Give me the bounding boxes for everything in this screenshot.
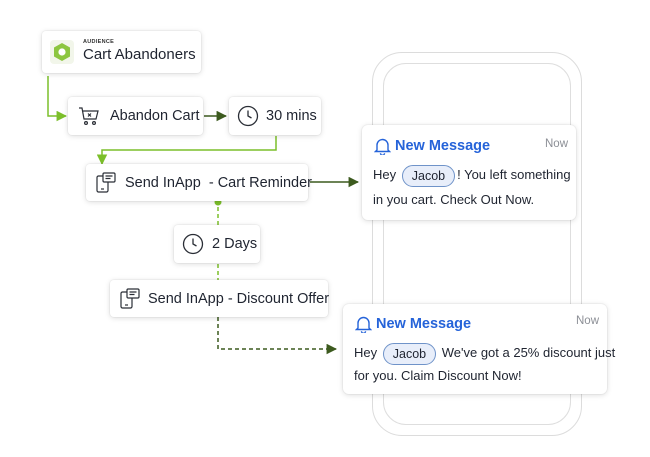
wait-30-mins-node[interactable]: 30 mins xyxy=(229,97,321,135)
audience-name: Cart Abandoners xyxy=(83,46,196,63)
abandon-cart-node[interactable]: Abandon Cart xyxy=(68,97,203,135)
message-2-greeting: Hey xyxy=(354,345,378,360)
inapp-message-icon xyxy=(118,287,142,311)
send-inapp-discount-offer-node[interactable]: Send InApp - Discount Offer xyxy=(110,280,330,317)
message-card-1[interactable]: New Message Now Hey Jacob! You left some… xyxy=(362,125,576,220)
audience-label: AUDIENCE xyxy=(83,39,115,45)
message-1-name-pill: Jacob xyxy=(401,164,456,187)
cart-icon xyxy=(77,104,101,128)
connector-audience-cart xyxy=(47,76,68,122)
message-1-title: New Message xyxy=(395,138,491,154)
message-1-line1: Hey Jacob! You left something xyxy=(373,161,571,189)
clock-icon xyxy=(182,233,204,255)
audience-logo-icon xyxy=(50,40,74,64)
phone-frame xyxy=(372,52,582,436)
message-card-2[interactable]: New Message Now Hey Jacob We've got a 25… xyxy=(343,304,615,394)
abandon-cart-label: Abandon Cart xyxy=(110,108,200,124)
message-1-line1-rest: ! You left something xyxy=(457,167,571,182)
message-1-line2: in you cart. Check Out Now. xyxy=(373,192,535,207)
send-inapp-cart-reminder-node[interactable]: Send InApp - Cart Reminder xyxy=(86,164,312,201)
send-inapp-1-label: Send InApp - Cart Reminder xyxy=(125,174,312,191)
message-2-line1-rest: We've got a 25% discount just xyxy=(441,345,616,360)
wait-2-days-node[interactable]: 2 Days xyxy=(174,225,260,263)
bell-icon xyxy=(354,315,373,338)
wait-2days-label: 2 Days xyxy=(212,236,258,252)
connector-wait-send xyxy=(96,136,277,166)
message-1-time: Now xyxy=(545,138,569,150)
message-2-line1: Hey Jacob We've got a 25% discount just xyxy=(354,339,615,367)
message-2-title: New Message xyxy=(376,316,472,332)
message-2-line2: for you. Claim Discount Now! xyxy=(354,368,522,383)
message-2-name-pill: Jacob xyxy=(382,342,437,365)
wait-30-label: 30 mins xyxy=(266,108,317,124)
phone-screen xyxy=(383,63,571,425)
message-2-time: Now xyxy=(576,315,600,327)
inapp-message-icon xyxy=(94,171,118,195)
clock-icon xyxy=(237,105,259,127)
connector-send2-message2 xyxy=(217,317,338,355)
message-1-greeting: Hey xyxy=(373,167,397,182)
send-inapp-2-label: Send InApp - Discount Offer xyxy=(148,290,330,307)
audience-card[interactable]: AUDIENCE Cart Abandoners xyxy=(42,31,201,73)
bell-icon xyxy=(373,137,392,160)
